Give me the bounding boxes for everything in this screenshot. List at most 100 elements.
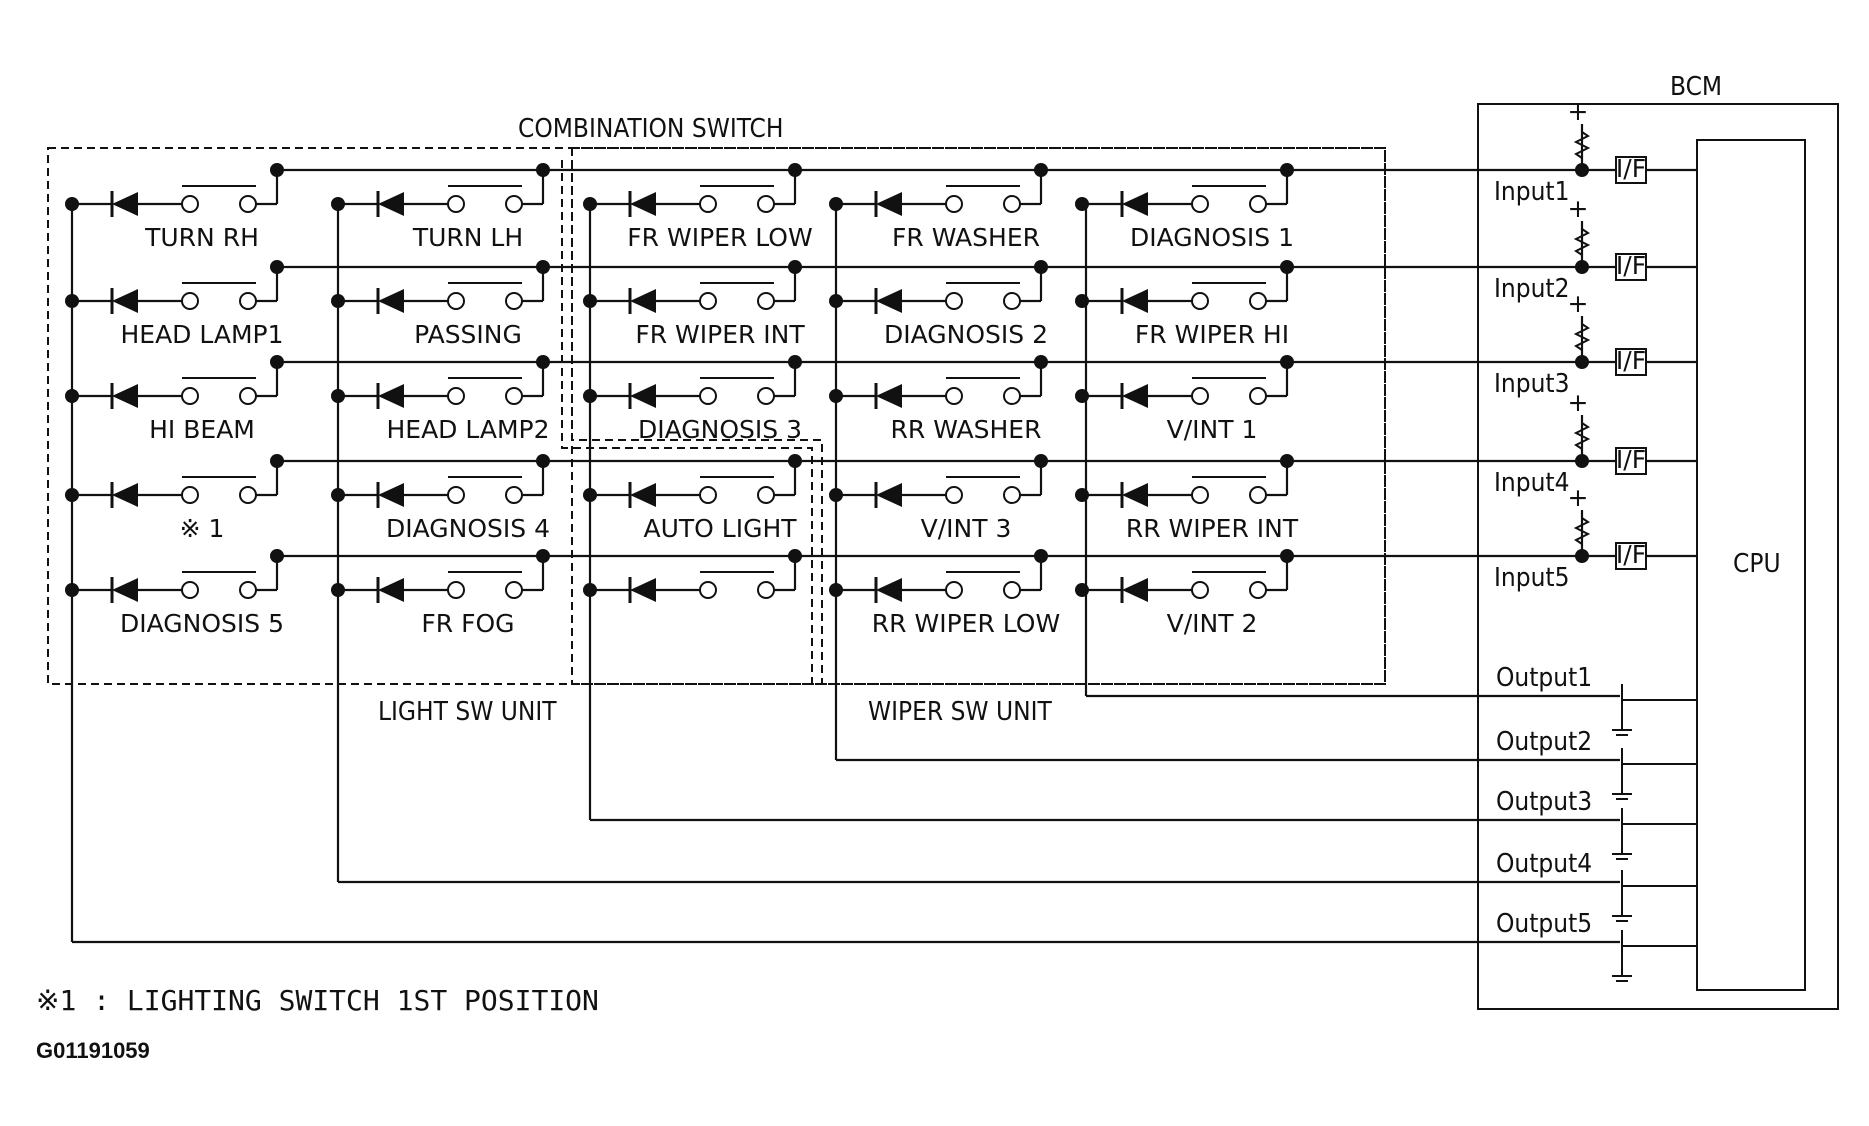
junction-dot bbox=[583, 294, 597, 308]
junction-dot bbox=[583, 488, 597, 502]
junction-dot bbox=[788, 355, 802, 369]
diode-icon bbox=[112, 384, 138, 408]
switch-contact bbox=[505, 292, 523, 310]
junction-dot bbox=[1280, 454, 1294, 468]
switch-label: ※ 1 bbox=[180, 514, 225, 543]
interface-label: I/F bbox=[1616, 346, 1646, 375]
vcc-plus: + bbox=[1568, 483, 1589, 512]
switch-contact bbox=[505, 486, 523, 504]
output-label: Output1 bbox=[1496, 663, 1592, 693]
cpu-label: CPU bbox=[1733, 549, 1781, 579]
interface-label: I/F bbox=[1616, 540, 1646, 569]
switch-contact bbox=[699, 486, 717, 504]
switch-contact bbox=[239, 292, 257, 310]
switch-label: TURN RH bbox=[144, 223, 259, 252]
switch-contact bbox=[239, 581, 257, 599]
diode-icon bbox=[876, 192, 902, 216]
wiper-sw-unit-label: WIPER SW UNIT bbox=[868, 697, 1053, 727]
junction-dot bbox=[788, 454, 802, 468]
switch-contact bbox=[945, 486, 963, 504]
interface-block bbox=[1615, 156, 1647, 184]
switch-contact bbox=[757, 292, 775, 310]
switch-contact bbox=[699, 581, 717, 599]
switch-contact bbox=[757, 486, 775, 504]
junction-dot bbox=[788, 549, 802, 563]
switch-contact bbox=[181, 195, 199, 213]
light-wiper-divider-inner bbox=[561, 160, 813, 684]
junction-dot bbox=[1280, 549, 1294, 563]
junction-dot bbox=[1280, 260, 1294, 274]
switch-label: RR WASHER bbox=[891, 415, 1042, 444]
diode-icon bbox=[112, 483, 138, 507]
junction-dot bbox=[270, 260, 284, 274]
junction-dot bbox=[1075, 294, 1089, 308]
switch-label: FR WIPER INT bbox=[635, 320, 805, 349]
switch-label: AUTO LIGHT bbox=[643, 514, 797, 543]
junction-dot bbox=[583, 197, 597, 211]
junction-dot bbox=[1034, 454, 1048, 468]
switch-contact bbox=[505, 387, 523, 405]
switch-contact bbox=[1003, 387, 1021, 405]
junction-dot bbox=[1075, 583, 1089, 597]
junction-dot bbox=[331, 389, 345, 403]
junction-dot bbox=[65, 488, 79, 502]
switch-contact bbox=[1003, 581, 1021, 599]
junction-dot bbox=[1034, 355, 1048, 369]
light-wiper-divider bbox=[571, 148, 823, 684]
switch-contact bbox=[1249, 387, 1267, 405]
vcc-plus: + bbox=[1568, 194, 1589, 223]
diode-icon bbox=[876, 483, 902, 507]
switch-label: DIAGNOSIS 1 bbox=[1130, 223, 1294, 252]
interface-block bbox=[1615, 447, 1647, 475]
switch-contact bbox=[1191, 387, 1209, 405]
switch-contact bbox=[1191, 581, 1209, 599]
junction-dot bbox=[1575, 454, 1589, 468]
diode-icon bbox=[630, 289, 656, 313]
output-label: Output2 bbox=[1496, 727, 1592, 757]
switch-contact bbox=[1191, 195, 1209, 213]
diode-icon bbox=[1122, 483, 1148, 507]
switch-contact bbox=[945, 292, 963, 310]
switch-contact bbox=[1191, 292, 1209, 310]
switch-label: DIAGNOSIS 2 bbox=[884, 320, 1048, 349]
switch-label: RR WIPER INT bbox=[1126, 514, 1299, 543]
figure-code: G01191059 bbox=[36, 1038, 150, 1063]
junction-dot bbox=[270, 163, 284, 177]
junction-dot bbox=[829, 583, 843, 597]
switch-contact bbox=[505, 581, 523, 599]
diode-icon bbox=[112, 578, 138, 602]
switch-contact bbox=[447, 486, 465, 504]
cpu-box bbox=[1696, 139, 1806, 991]
interface-label: I/F bbox=[1616, 251, 1646, 280]
junction-dot bbox=[331, 583, 345, 597]
junction-dot bbox=[270, 355, 284, 369]
junction-dot bbox=[788, 260, 802, 274]
junction-dot bbox=[1575, 260, 1589, 274]
switch-contact bbox=[1003, 292, 1021, 310]
diode-icon bbox=[378, 483, 404, 507]
junction-dot bbox=[65, 389, 79, 403]
switch-label: HEAD LAMP2 bbox=[386, 415, 549, 444]
diode-icon bbox=[1122, 192, 1148, 216]
switch-contact bbox=[181, 486, 199, 504]
bcm-label: BCM bbox=[1670, 72, 1722, 102]
switch-contact bbox=[239, 486, 257, 504]
diode-icon bbox=[112, 192, 138, 216]
switch-label: DIAGNOSIS 4 bbox=[386, 514, 550, 543]
switch-contact bbox=[1249, 195, 1267, 213]
switch-contact bbox=[1003, 486, 1021, 504]
vcc-plus: + bbox=[1568, 97, 1589, 126]
switch-label: FR FOG bbox=[421, 609, 514, 638]
switch-contact bbox=[239, 195, 257, 213]
junction-dot bbox=[583, 389, 597, 403]
switch-contact bbox=[757, 581, 775, 599]
junction-dot bbox=[536, 163, 550, 177]
switch-label: FR WIPER HI bbox=[1135, 320, 1289, 349]
unit-boxes bbox=[47, 147, 1386, 685]
junction-dot bbox=[270, 549, 284, 563]
switch-label: HEAD LAMP1 bbox=[120, 320, 283, 349]
junction-dot bbox=[829, 197, 843, 211]
junction-dot bbox=[1034, 163, 1048, 177]
